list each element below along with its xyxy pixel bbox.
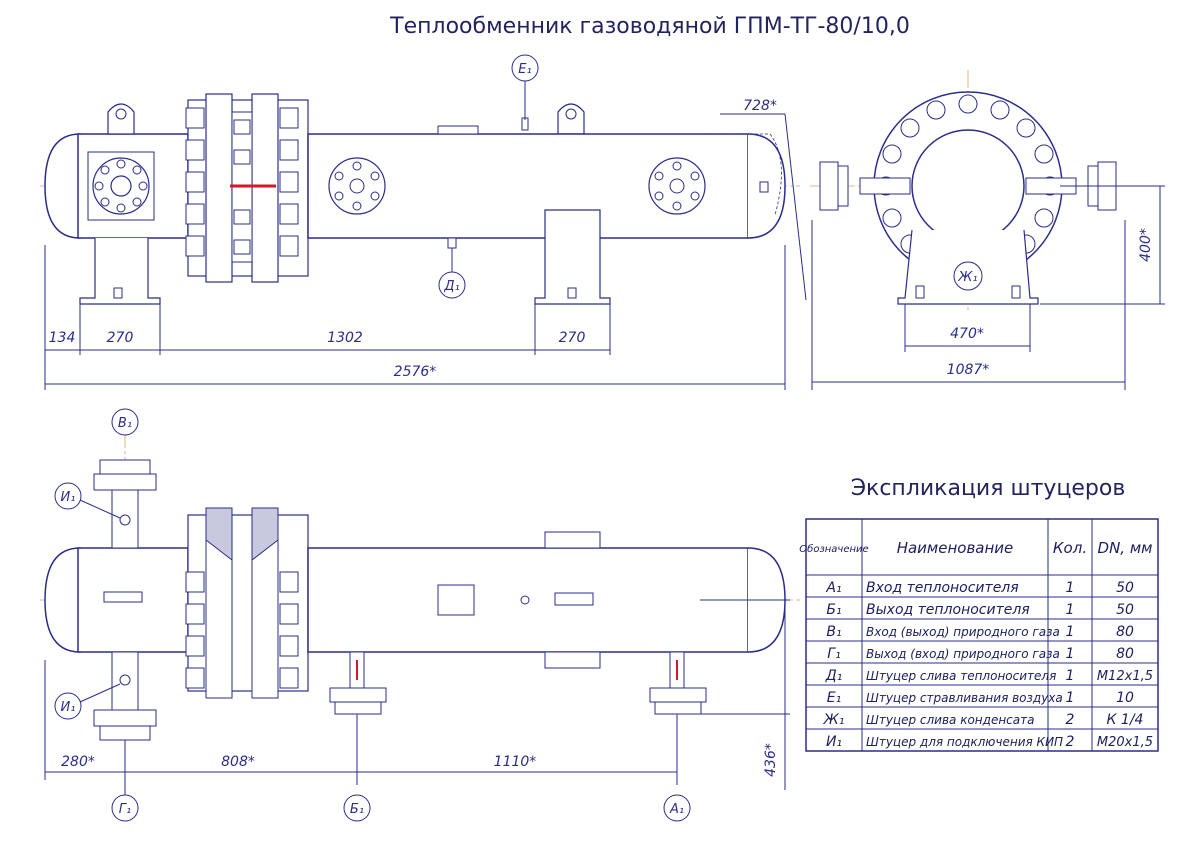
svg-text:Выход (вход) природного газа: Выход (вход) природного газа (866, 647, 1060, 661)
table-header-designation: Обозначение (799, 543, 868, 555)
svg-text:M20x1,5: M20x1,5 (1097, 735, 1153, 750)
marker-i1-bottom: И₁ (61, 700, 76, 715)
dim-470: 470* (950, 326, 984, 342)
svg-text:10: 10 (1116, 690, 1134, 706)
marker-b1: Б₁ (350, 802, 364, 817)
table-row: А₁ Вход теплоносителя 1 50 (825, 580, 1134, 596)
svg-text:Штуцер для подключения КИП: Штуцер для подключения КИП (866, 735, 1063, 749)
svg-text:M12x1,5: M12x1,5 (1097, 669, 1153, 684)
svg-text:1: 1 (1066, 602, 1075, 618)
svg-text:В₁: В₁ (826, 624, 841, 640)
table-header-dn: DN, мм (1098, 539, 1153, 557)
side-view: Ж₁ (810, 70, 1130, 310)
dim-270-right: 270 (559, 330, 586, 346)
table-header-qty: Кол. (1053, 539, 1087, 557)
svg-text:1: 1 (1066, 580, 1075, 596)
svg-text:Е₁: Е₁ (827, 690, 841, 706)
svg-text:1: 1 (1066, 668, 1075, 684)
svg-text:К 1/4: К 1/4 (1107, 712, 1144, 728)
table-row: И₁ Штуцер для подключения КИП 2 M20x1,5 (826, 734, 1153, 750)
shell-nozzle-flange-1 (328, 157, 386, 215)
svg-text:Выход теплоносителя: Выход теплоносителя (866, 602, 1030, 618)
dim-1302: 1302 (327, 330, 363, 346)
body-flange-pack (185, 93, 309, 283)
front-view: Е₁ Д₁ (40, 54, 800, 305)
table-title: Экспликация штуцеров (851, 476, 1126, 501)
svg-text:1: 1 (1066, 624, 1075, 640)
svg-text:2: 2 (1066, 712, 1075, 728)
marker-d1: Д₁ (443, 279, 459, 294)
dim-2576: 2576* (394, 364, 437, 380)
svg-text:Штуцер стравливания воздуха: Штуцер стравливания воздуха (866, 691, 1063, 705)
dim-280: 280* (61, 754, 95, 770)
table-row: Е₁ Штуцер стравливания воздуха 1 10 (827, 690, 1134, 706)
dim-400: 400* (1138, 228, 1154, 262)
dim-728: 728* (743, 98, 777, 114)
marker-a1: А₁ (669, 802, 684, 817)
drawing-title: Теплообменник газоводяной ГПМ-ТГ-80/10,0 (389, 14, 910, 39)
svg-text:Г₁: Г₁ (827, 646, 840, 662)
svg-text:Б₁: Б₁ (826, 602, 841, 618)
table-header-name: Наименование (897, 539, 1014, 557)
svg-text:80: 80 (1116, 624, 1134, 640)
svg-text:И₁: И₁ (826, 734, 842, 750)
svg-text:Штуцер слива конденсата: Штуцер слива конденсата (866, 713, 1034, 727)
dim-436: 436* (763, 743, 779, 777)
table-row: В₁ Вход (выход) природного газа 1 80 (826, 624, 1134, 640)
svg-text:Ж₁: Ж₁ (823, 712, 845, 728)
svg-text:50: 50 (1116, 580, 1134, 596)
svg-text:2: 2 (1066, 734, 1075, 750)
svg-text:50: 50 (1116, 602, 1134, 618)
svg-text:Штуцер слива теплоносителя: Штуцер слива теплоносителя (866, 669, 1056, 683)
front-view-dimensions: 134 270 1302 270 2576* 728* (44, 98, 807, 390)
dim-1087: 1087* (947, 362, 990, 378)
table-row: Ж₁ Штуцер слива конденсата 2 К 1/4 (823, 712, 1144, 728)
marker-v1: В₁ (118, 416, 132, 431)
table-row: Д₁ Штуцер слива теплоносителя 1 M12x1,5 (825, 668, 1153, 684)
dim-270-left: 270 (107, 330, 134, 346)
side-view-dimensions: 470* 1087* 400* (811, 185, 1165, 390)
table-row: Г₁ Выход (вход) природного газа 1 80 (827, 646, 1134, 662)
marker-zh1: Ж₁ (957, 270, 977, 285)
svg-text:А₁: А₁ (825, 580, 841, 596)
flange-bolts-left (94, 159, 148, 213)
dim-808: 808* (221, 754, 255, 770)
svg-text:Д₁: Д₁ (825, 668, 843, 684)
marker-g1: Г₁ (119, 802, 131, 817)
shell-nozzle-flange-2 (648, 157, 706, 215)
svg-text:Вход теплоносителя: Вход теплоносителя (866, 580, 1019, 596)
table-row: Б₁ Выход теплоносителя 1 50 (826, 602, 1134, 618)
marker-e1-circle (511, 54, 539, 82)
dim-134: 134 (49, 330, 76, 346)
marker-i1-top: И₁ (61, 490, 76, 505)
svg-text:80: 80 (1116, 646, 1134, 662)
svg-text:1: 1 (1066, 690, 1075, 706)
marker-e1: Е₁ (518, 62, 531, 77)
plan-view: В₁ И₁ И₁ (40, 408, 800, 780)
nozzle-table: Обозначение Наименование Кол. DN, мм А₁ … (799, 518, 1159, 752)
plan-view-dimensions: 280* 808* 1110* 436* Г₁ Б₁ А₁ (44, 599, 790, 822)
svg-text:1: 1 (1066, 646, 1075, 662)
dim-1110: 1110* (494, 754, 537, 770)
svg-text:Вход (выход) природного газа: Вход (выход) природного газа (866, 625, 1060, 639)
